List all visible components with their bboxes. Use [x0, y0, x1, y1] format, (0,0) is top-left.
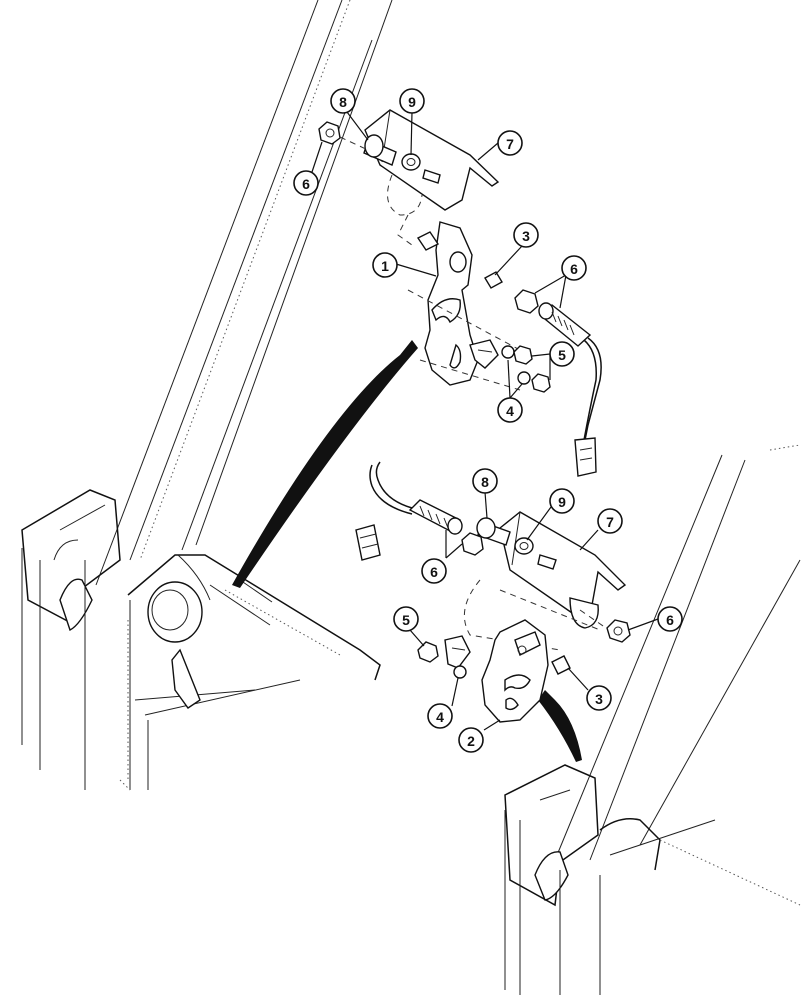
svg-text:2: 2 [467, 733, 475, 749]
lower-proximity-sensor [408, 499, 463, 535]
svg-text:7: 7 [606, 514, 614, 530]
callout-6-upper-left: 6 [293, 170, 319, 196]
upper-washer-4b [517, 371, 531, 385]
lower-connector [355, 524, 381, 561]
callout-8-upper: 8 [330, 88, 356, 114]
upper-washer [401, 153, 421, 171]
svg-text:8: 8 [481, 474, 489, 490]
svg-text:7: 7 [506, 136, 514, 152]
lower-loader-arm [554, 444, 801, 861]
upper-nut-6 [514, 289, 539, 314]
callout-6-lower-sensor: 6 [421, 558, 447, 584]
callout-6-lower-right: 6 [657, 606, 683, 632]
upper-sensor-cable [584, 337, 602, 441]
upper-washer-4a [501, 345, 515, 359]
lower-sensor-cable [375, 461, 413, 509]
svg-text:3: 3 [522, 228, 530, 244]
svg-text:5: 5 [402, 612, 410, 628]
lower-left-nut [461, 532, 484, 556]
svg-text:9: 9 [408, 94, 416, 110]
svg-text:6: 6 [302, 176, 310, 192]
upper-nut-5a [513, 345, 533, 365]
upper-nut-5b [531, 373, 551, 393]
detail-pointer-lower [538, 690, 582, 762]
svg-text:4: 4 [506, 403, 514, 419]
upper-clip-nut [484, 271, 503, 289]
callout-5-upper: 5 [549, 341, 575, 367]
lower-nut-5 [417, 641, 439, 663]
svg-text:1: 1 [381, 258, 389, 274]
leader-lines [311, 111, 659, 731]
callout-3-upper: 3 [513, 222, 539, 248]
svg-text:3: 3 [595, 691, 603, 707]
right-arm-pivot [504, 764, 801, 995]
callout-6-upper-right: 6 [561, 255, 587, 281]
detail-pointer-upper [232, 340, 418, 588]
upper-bolt [363, 134, 397, 166]
svg-text:8: 8 [339, 94, 347, 110]
upper-proximity-sensor [538, 302, 592, 347]
svg-text:6: 6 [570, 261, 578, 277]
callout-1: 1 [372, 252, 398, 278]
callout-9-lower: 9 [549, 488, 575, 514]
svg-text:5: 5 [558, 347, 566, 363]
upper-assembly [318, 109, 602, 477]
svg-text:6: 6 [430, 564, 438, 580]
callout-7-lower: 7 [597, 508, 623, 534]
svg-text:9: 9 [558, 494, 566, 510]
svg-text:4: 4 [436, 709, 444, 725]
callout-9-upper: 9 [399, 88, 425, 114]
left-frame-plate [119, 554, 381, 791]
lower-washer-4 [453, 665, 467, 679]
lower-bolt [476, 517, 511, 546]
lower-right-nut [606, 619, 631, 643]
lower-clip-nut [551, 655, 571, 675]
upper-loader-arm [95, 0, 393, 586]
lower-washer [514, 537, 534, 555]
callout-4-upper: 4 [497, 397, 523, 423]
callout-3-lower: 3 [586, 685, 612, 711]
callout-2: 2 [458, 727, 484, 753]
upper-left-nut [318, 121, 341, 145]
callout-8-lower: 8 [472, 468, 498, 494]
upper-connector [574, 437, 597, 477]
callout-4-lower: 4 [427, 703, 453, 729]
lower-assembly [355, 461, 631, 723]
upper-mounting-bracket [364, 109, 500, 211]
left-arm-pivot [21, 489, 131, 790]
callout-7-upper: 7 [497, 130, 523, 156]
lower-mounting-bracket [499, 511, 627, 616]
callout-5-lower: 5 [393, 606, 419, 632]
svg-text:6: 6 [666, 612, 674, 628]
